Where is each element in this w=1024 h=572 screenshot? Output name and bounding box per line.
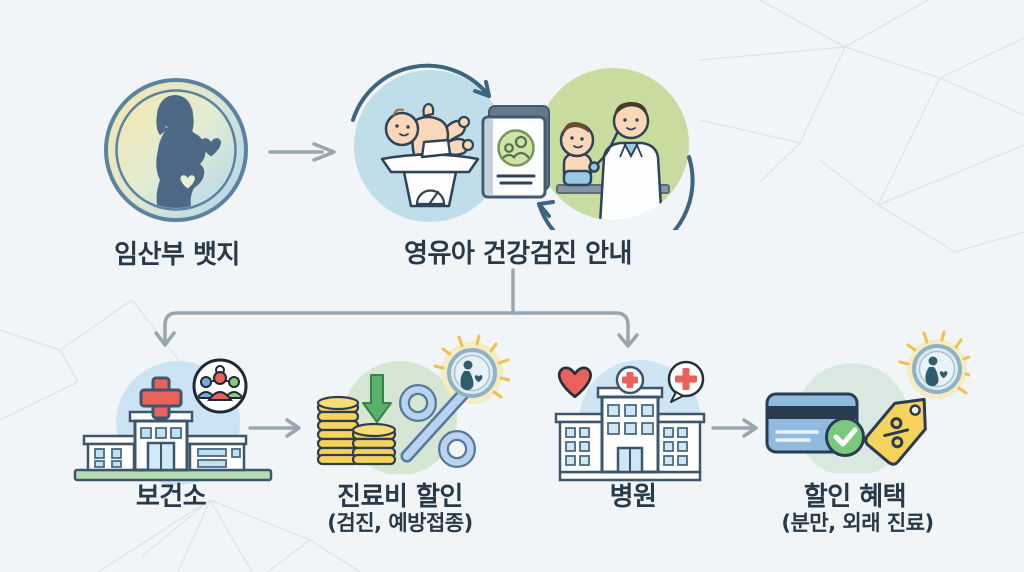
fee-discount-label: 진료비 할인 bbox=[337, 482, 463, 512]
arrow-right-3 bbox=[711, 418, 758, 438]
sun-rays-icon bbox=[433, 334, 510, 399]
arrow-right-1 bbox=[268, 142, 336, 162]
doctor-examining-child-icon bbox=[556, 102, 670, 220]
health-guide-booklet-icon bbox=[481, 105, 550, 199]
health-center-group bbox=[73, 358, 273, 485]
fee-discount-group bbox=[316, 334, 510, 474]
discount-benefit-sublabel: (분만, 외래 진료) bbox=[781, 511, 934, 535]
discount-percent-tag-icon bbox=[864, 397, 927, 466]
checkup-guide-label: 영유아 건강검진 안내 bbox=[404, 239, 632, 269]
people-group-badge-icon bbox=[192, 358, 248, 414]
health-center-label: 보건소 bbox=[135, 482, 207, 512]
checkup-guide-illustration bbox=[351, 63, 695, 230]
heart-icon bbox=[557, 366, 592, 399]
medical-cross-speech-bubble-icon bbox=[667, 360, 705, 403]
coin-stacks-icon bbox=[316, 395, 397, 466]
discount-benefit-group bbox=[765, 330, 970, 473]
check-circle-icon bbox=[825, 417, 865, 457]
discount-benefit-label: 할인 혜택 bbox=[803, 482, 907, 512]
branch-connector bbox=[154, 268, 639, 348]
cycle-arrows-icon bbox=[351, 63, 695, 230]
sun-rays-icon bbox=[898, 330, 970, 395]
hospital-group bbox=[554, 360, 706, 482]
pregnant-badge-glow-icon bbox=[912, 344, 962, 394]
fee-discount-sublabel: (검진, 예방접종) bbox=[327, 511, 473, 535]
hospital-label: 병원 bbox=[609, 482, 657, 512]
pregnant-badge-glow-icon bbox=[447, 348, 497, 398]
health-center-building-icon bbox=[73, 376, 273, 482]
baby-on-scale-icon bbox=[380, 102, 480, 208]
belly-heart-cutout bbox=[180, 175, 195, 189]
green-down-arrow-icon bbox=[362, 374, 392, 423]
pregnant-woman-silhouette-badge-icon bbox=[104, 78, 248, 222]
pregnant-woman-silhouette bbox=[156, 95, 222, 208]
percent-icon bbox=[399, 384, 476, 468]
pregnant-badge-label: 임산부 뱃지 bbox=[114, 240, 240, 270]
hospital-building-icon bbox=[554, 365, 706, 482]
arrow-right-2 bbox=[248, 418, 301, 438]
